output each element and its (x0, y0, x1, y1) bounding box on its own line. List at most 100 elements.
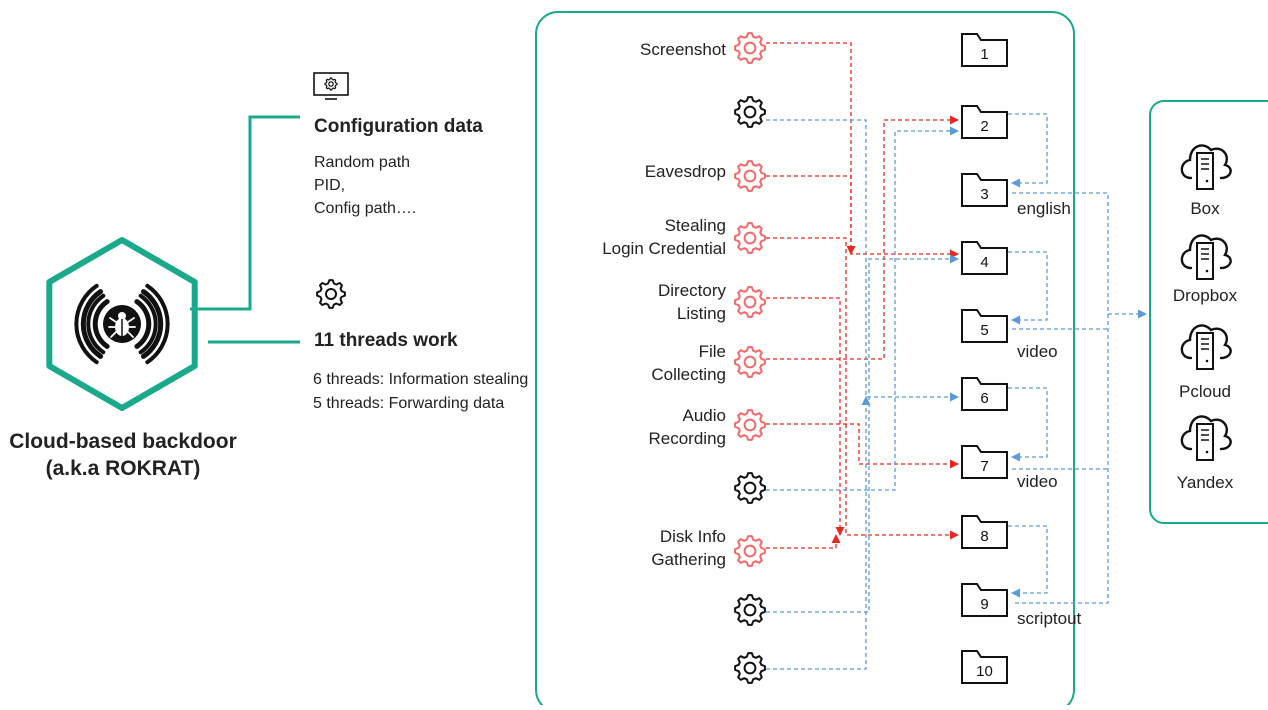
folder-icon: 4 (961, 241, 1008, 275)
stealing-thread-gear-icon (734, 160, 766, 192)
cloud-server-icon (1180, 234, 1232, 280)
flow-blue-thread-10 (766, 254, 959, 613)
folder-label-9: scriptout (1017, 609, 1082, 628)
bug-icon-leg (127, 317, 135, 323)
cloud-server-icon (1180, 415, 1232, 461)
flow-blue-loop-2-3 (1008, 113, 1048, 188)
flow-blue-thread-11 (766, 396, 871, 670)
thread-label-line: Collecting (651, 365, 726, 384)
folder-number: 9 (980, 596, 988, 613)
gear-hub (743, 169, 757, 183)
signal-wave-right (140, 289, 164, 359)
stealing-thread-gear-icon (734, 286, 766, 318)
thread-label-disk-info: Disk Info Gathering (651, 525, 726, 571)
flow-red-directory (766, 297, 845, 536)
gear-hub (324, 287, 338, 301)
thread-label-audio-recording: Audio Recording (649, 404, 727, 450)
flow-red-eavesdrop (766, 175, 856, 255)
cloud-panel (1149, 100, 1268, 524)
flow-red-screenshot (766, 42, 959, 259)
folder-number: 1 (980, 46, 988, 63)
stealing-thread-gear-icon (734, 409, 766, 441)
config-line-3: Config path…. (314, 200, 417, 217)
server-light (1205, 179, 1209, 183)
forwarding-thread-gear-icon (734, 652, 766, 684)
flow-blue-thread-8 (766, 126, 959, 491)
folder-outline (961, 173, 1008, 207)
config-title: Configuration data (314, 116, 483, 137)
thread-label-line: Disk Info (659, 527, 726, 546)
flow-blue-thread-2 (766, 119, 959, 402)
thread-label-line: Eavesdrop (644, 162, 726, 181)
folder-number: 8 (980, 528, 988, 545)
gear-icon (324, 77, 338, 91)
gear-hub (743, 231, 757, 245)
thread-label-line: Recording (648, 429, 727, 448)
folder-label-3: english (1017, 199, 1071, 218)
backdoor-title-line2: (a.k.a ROKRAT) (45, 457, 201, 480)
threads-details: 6 threads: Information stealing 5 thread… (313, 368, 528, 416)
folder-icon: 2 (961, 105, 1008, 139)
gear-hub (743, 544, 757, 558)
cloud-server-icon (1180, 144, 1232, 190)
folder-outline (961, 515, 1008, 549)
forwarding-thread-gear-icon (734, 594, 766, 626)
folder-label-5: video (1017, 342, 1058, 361)
folder-number: 4 (980, 254, 988, 271)
thread-label-line: Listing (676, 304, 726, 323)
server-box (1196, 332, 1214, 370)
folder-outline (961, 377, 1008, 411)
server-light (1205, 450, 1209, 454)
config-line-1: Random path (314, 154, 411, 171)
folder-number: 10 (976, 663, 993, 680)
cloud-label-box: Box (1190, 199, 1220, 218)
threads-line-2: 5 threads: Forwarding data (313, 395, 505, 412)
thread-label-line: File (698, 342, 726, 361)
signal-wave-right (134, 299, 152, 349)
folder-number: 3 (980, 186, 988, 203)
server-box (1196, 423, 1214, 461)
signal-wave-right (138, 293, 158, 355)
cloud-label-dropbox: Dropbox (1172, 286, 1238, 305)
thread-label-line: Directory (657, 281, 726, 300)
stealing-thread-gear-icon (734, 32, 766, 64)
signal-wave-left (80, 289, 104, 359)
folder-number: 6 (980, 390, 988, 407)
forwarding-thread-gear-icon (734, 472, 766, 504)
threads-panel (535, 11, 1075, 710)
gear-hub (328, 81, 334, 87)
gear-hub (743, 41, 757, 55)
folder-label-7: video (1017, 472, 1058, 491)
cloud-server-icon (1180, 324, 1232, 370)
config-details: Random path PID, Config path…. (314, 151, 416, 220)
gear-hub (743, 481, 757, 495)
folder-icon: 9 (961, 583, 1008, 617)
folder-icon: 3 (961, 173, 1008, 207)
folder-outline (961, 33, 1008, 67)
signal-wave-left (86, 293, 106, 355)
folder-icon: 8 (961, 515, 1008, 549)
folder-outline (961, 445, 1008, 479)
folder-outline (961, 309, 1008, 343)
flow-blue-loop-4-5 (1008, 251, 1048, 325)
server-box (1196, 242, 1214, 280)
folder-outline (961, 650, 1008, 684)
flow-blue-bus (1012, 192, 1109, 604)
folder-number: 5 (980, 322, 988, 339)
thread-label-screenshot: Screenshot (640, 38, 726, 61)
config-line-2: PID, (314, 177, 346, 194)
signal-wave-left (74, 283, 99, 365)
folder-number: 2 (980, 118, 988, 135)
server-box (1196, 152, 1214, 190)
cloud-label-yandex: Yandex (1176, 473, 1234, 492)
gear-hub (743, 105, 757, 119)
flow-red-disk (766, 534, 841, 549)
connector-config (190, 115, 300, 311)
server-light (1205, 359, 1209, 363)
folder-icon: 6 (961, 377, 1008, 411)
bug-icon-head (118, 312, 126, 320)
thread-label-line: Login Credential (602, 239, 726, 258)
signal-wave-right (145, 283, 170, 365)
